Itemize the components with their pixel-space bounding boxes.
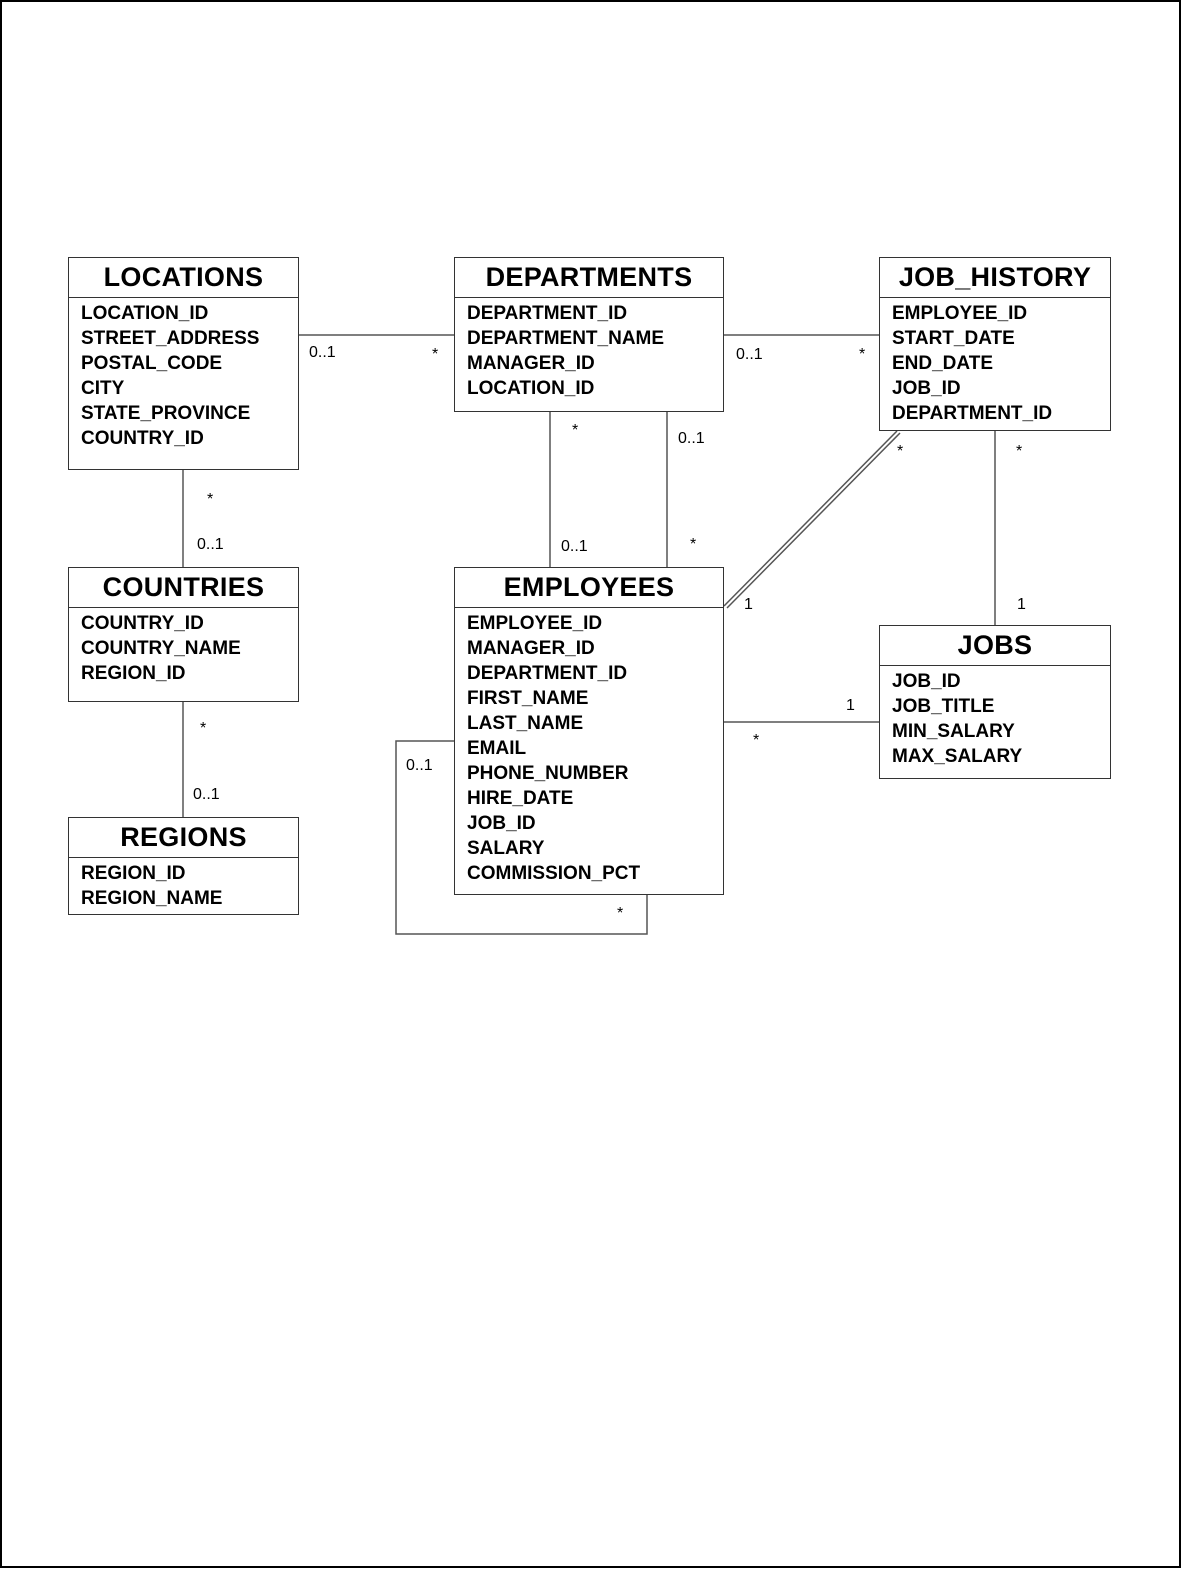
field-postal-code: POSTAL_CODE xyxy=(81,353,223,374)
field-min-salary: MIN_SALARY xyxy=(892,721,1015,742)
field-commission-pct: COMMISSION_PCT xyxy=(467,863,641,884)
multiplicity-job-history-jobs-jobs-end: 1 xyxy=(1017,596,1026,613)
multiplicity-locations-countries-locations-end: * xyxy=(207,491,214,508)
field-list-jobs: JOB_ID JOB_TITLE MIN_SALARY MAX_SALARY xyxy=(880,666,1110,769)
multiplicity-departments-employees-a-departments-end: * xyxy=(572,422,579,439)
field-start-date: START_DATE xyxy=(892,328,1015,349)
field-manager-id: MANAGER_ID xyxy=(467,638,595,659)
field-region-name: REGION_NAME xyxy=(81,888,223,909)
entity-regions: REGIONS REGION_ID REGION_NAME xyxy=(68,817,299,915)
field-country-name: COUNTRY_NAME xyxy=(81,638,241,659)
field-job-id: JOB_ID xyxy=(892,671,961,692)
entity-title-job-history: JOB_HISTORY xyxy=(880,258,1110,298)
multiplicity-job-history-employees-employees-end: 1 xyxy=(744,596,753,613)
field-hire-date: HIRE_DATE xyxy=(467,788,574,809)
multiplicity-locations-departments-locations-end: 0..1 xyxy=(309,344,336,361)
field-street-address: STREET_ADDRESS xyxy=(81,328,260,349)
entity-locations: LOCATIONS LOCATION_ID STREET_ADDRESS POS… xyxy=(68,257,299,470)
field-city: CITY xyxy=(81,378,125,399)
field-country-id: COUNTRY_ID xyxy=(81,613,204,634)
field-list-countries: COUNTRY_ID COUNTRY_NAME REGION_ID xyxy=(69,608,298,686)
multiplicity-employees-self-manager-end: 0..1 xyxy=(406,757,433,774)
multiplicity-employees-jobs-jobs-end: 1 xyxy=(846,697,855,714)
entity-jobs: JOBS JOB_ID JOB_TITLE MIN_SALARY MAX_SAL… xyxy=(879,625,1111,779)
field-list-job-history: EMPLOYEE_ID START_DATE END_DATE JOB_ID D… xyxy=(880,298,1110,426)
multiplicity-job-history-jobs-job-history-end: * xyxy=(1016,443,1023,460)
entity-title-employees: EMPLOYEES xyxy=(455,568,723,608)
line-job-history-employees xyxy=(723,430,898,607)
multiplicity-departments-employees-b-departments-end: 0..1 xyxy=(678,430,705,447)
line-job-history-employees-double xyxy=(726,432,901,609)
field-job-id: JOB_ID xyxy=(467,813,536,834)
field-list-employees: EMPLOYEE_ID MANAGER_ID DEPARTMENT_ID FIR… xyxy=(455,608,723,886)
field-job-id: JOB_ID xyxy=(892,378,961,399)
multiplicity-departments-job-history-departments-end: 0..1 xyxy=(736,346,763,363)
field-employee-id: EMPLOYEE_ID xyxy=(892,303,1028,324)
entity-employees: EMPLOYEES EMPLOYEE_ID MANAGER_ID DEPARTM… xyxy=(454,567,724,895)
multiplicity-departments-employees-a-employees-end: 0..1 xyxy=(561,538,588,555)
entity-countries: COUNTRIES COUNTRY_ID COUNTRY_NAME REGION… xyxy=(68,567,299,702)
field-phone-number: PHONE_NUMBER xyxy=(467,763,629,784)
multiplicity-countries-regions-regions-end: 0..1 xyxy=(193,786,220,803)
field-list-locations: LOCATION_ID STREET_ADDRESS POSTAL_CODE C… xyxy=(69,298,298,451)
field-department-id: DEPARTMENT_ID xyxy=(892,403,1053,424)
field-first-name: FIRST_NAME xyxy=(467,688,589,709)
multiplicity-employees-jobs-employees-end: * xyxy=(753,732,760,749)
multiplicity-departments-employees-b-employees-end: * xyxy=(690,536,697,553)
entity-title-departments: DEPARTMENTS xyxy=(455,258,723,298)
field-list-regions: REGION_ID REGION_NAME xyxy=(69,858,298,911)
field-salary: SALARY xyxy=(467,838,545,859)
multiplicity-job-history-employees-job-history-end: * xyxy=(897,443,904,460)
field-country-id: COUNTRY_ID xyxy=(81,428,204,449)
entity-title-regions: REGIONS xyxy=(69,818,298,858)
field-location-id: LOCATION_ID xyxy=(81,303,209,324)
field-region-id: REGION_ID xyxy=(81,663,186,684)
field-department-id: DEPARTMENT_ID xyxy=(467,303,628,324)
field-department-name: DEPARTMENT_NAME xyxy=(467,328,665,349)
field-location-id: LOCATION_ID xyxy=(467,378,595,399)
entity-departments: DEPARTMENTS DEPARTMENT_ID DEPARTMENT_NAM… xyxy=(454,257,724,412)
field-last-name: LAST_NAME xyxy=(467,713,584,734)
multiplicity-locations-countries-countries-end: 0..1 xyxy=(197,536,224,553)
field-employee-id: EMPLOYEE_ID xyxy=(467,613,603,634)
entity-job-history: JOB_HISTORY EMPLOYEE_ID START_DATE END_D… xyxy=(879,257,1111,431)
multiplicity-employees-self-report-end: * xyxy=(617,905,624,922)
field-department-id: DEPARTMENT_ID xyxy=(467,663,628,684)
multiplicity-countries-regions-countries-end: * xyxy=(200,720,207,737)
line-employees-self xyxy=(395,740,648,935)
entity-title-locations: LOCATIONS xyxy=(69,258,298,298)
field-email: EMAIL xyxy=(467,738,527,759)
entity-title-jobs: JOBS xyxy=(880,626,1110,666)
field-manager-id: MANAGER_ID xyxy=(467,353,595,374)
field-list-departments: DEPARTMENT_ID DEPARTMENT_NAME MANAGER_ID… xyxy=(455,298,723,401)
entity-title-countries: COUNTRIES xyxy=(69,568,298,608)
field-state-province: STATE_PROVINCE xyxy=(81,403,251,424)
multiplicity-locations-departments-departments-end: * xyxy=(432,346,439,363)
field-job-title: JOB_TITLE xyxy=(892,696,995,717)
field-end-date: END_DATE xyxy=(892,353,993,374)
field-region-id: REGION_ID xyxy=(81,863,186,884)
multiplicity-departments-job-history-job-history-end: * xyxy=(859,346,866,363)
field-max-salary: MAX_SALARY xyxy=(892,746,1023,767)
